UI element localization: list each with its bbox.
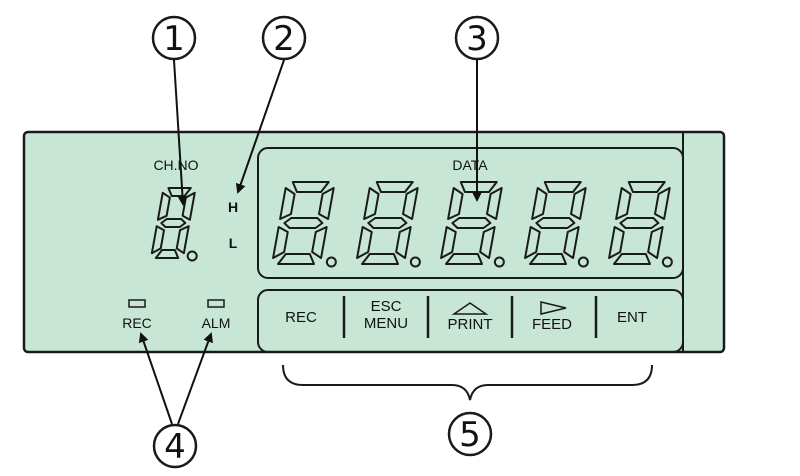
digit-segment <box>459 181 498 193</box>
leader-arrow-2 <box>235 59 285 194</box>
digit-segment <box>356 226 373 259</box>
data-window <box>257 147 684 279</box>
low-alarm-label: L <box>229 235 238 251</box>
digit-segment <box>272 226 289 259</box>
svg-text:5: 5 <box>459 415 481 455</box>
rec-led <box>128 299 146 308</box>
feed-key[interactable]: FEED <box>532 301 572 333</box>
svg-text:2: 2 <box>273 19 295 59</box>
feed-key-label: FEED <box>532 316 572 333</box>
digit-segment <box>402 187 419 220</box>
data-label: DATA <box>452 157 488 173</box>
digit-segment <box>363 187 380 220</box>
high-alarm-label: H <box>228 199 238 215</box>
digit-segment <box>619 217 660 229</box>
key-group-bracket <box>282 364 653 401</box>
digit-segment <box>277 253 315 265</box>
svg-text:4: 4 <box>164 427 186 467</box>
digit-segment <box>375 181 414 193</box>
callout-5: 5 <box>447 411 493 457</box>
decimal-point <box>661 256 673 268</box>
decimal-point <box>577 256 589 268</box>
digit-segment <box>647 226 664 259</box>
seven-segment-digit <box>356 181 421 268</box>
digit-segment <box>445 253 483 265</box>
seven-segment-digits <box>150 181 673 268</box>
print-key-label: PRINT <box>448 316 493 333</box>
digit-segment <box>535 217 576 229</box>
seven-segment-digit <box>524 181 589 268</box>
digit-segment <box>486 187 503 220</box>
ent-key[interactable]: ENT <box>617 309 647 326</box>
seven-segment-digit <box>440 181 505 268</box>
decimal-point <box>409 256 421 268</box>
ent-key-label: ENT <box>617 309 647 326</box>
digit-segment <box>311 226 328 259</box>
callout-1: 1 <box>151 15 197 61</box>
digit-segment <box>175 225 190 255</box>
digit-segment <box>150 225 166 255</box>
digit-segment <box>654 187 671 220</box>
right-triangle-icon <box>540 301 567 315</box>
seven-segment-digit <box>608 181 673 268</box>
digit-segment <box>627 181 666 193</box>
digit-segment <box>367 217 408 229</box>
digit-segment <box>447 187 464 220</box>
callout-3: 3 <box>454 15 500 61</box>
up-triangle-icon <box>451 302 489 315</box>
digit-segment <box>613 253 651 265</box>
alm-led-label: ALM <box>202 315 231 331</box>
digit-segment <box>608 226 625 259</box>
digit-segment <box>524 226 541 259</box>
decimal-point <box>325 256 337 268</box>
seven-segment-digit <box>272 181 337 268</box>
ch-no-label: CH.NO <box>153 157 198 173</box>
digit-segment <box>563 226 580 259</box>
decimal-point <box>493 256 505 268</box>
print-key[interactable]: PRINT <box>448 302 493 333</box>
leader-arrow-4a <box>138 332 173 425</box>
digit-segment <box>279 187 296 220</box>
svg-text:3: 3 <box>466 19 488 59</box>
callout-4: 4 <box>152 423 198 469</box>
seven-segment-digit <box>150 187 198 262</box>
digit-segment <box>156 191 171 221</box>
key-strip <box>257 289 684 353</box>
menu-key-label: MENU <box>364 315 408 332</box>
callout-2: 2 <box>261 15 307 61</box>
digit-segment <box>160 218 187 228</box>
digit-segment <box>570 187 587 220</box>
digit-segment <box>283 217 324 229</box>
alm-led <box>207 299 225 308</box>
digit-segment <box>181 191 196 221</box>
rec-led-label: REC <box>122 315 152 331</box>
digit-segment <box>479 226 496 259</box>
digit-segment <box>529 253 567 265</box>
digit-segment <box>291 181 330 193</box>
esc-key-label: ESC <box>371 298 402 315</box>
rec-key[interactable]: REC <box>285 309 317 326</box>
digit-segment <box>318 187 335 220</box>
digit-segment <box>531 187 548 220</box>
svg-text:1: 1 <box>163 19 185 59</box>
digit-segment <box>440 226 457 259</box>
digit-segment <box>361 253 399 265</box>
digit-segment <box>395 226 412 259</box>
rec-key-label: REC <box>285 309 317 326</box>
leader-arrow-1 <box>173 59 188 206</box>
esc-menu-key[interactable]: ESC MENU <box>364 298 408 332</box>
digit-segment <box>615 187 632 220</box>
digit-segment <box>154 249 180 259</box>
digit-segment <box>451 217 492 229</box>
decimal-point <box>186 250 198 262</box>
digit-segment <box>543 181 582 193</box>
leader-arrow-4b <box>177 332 213 425</box>
